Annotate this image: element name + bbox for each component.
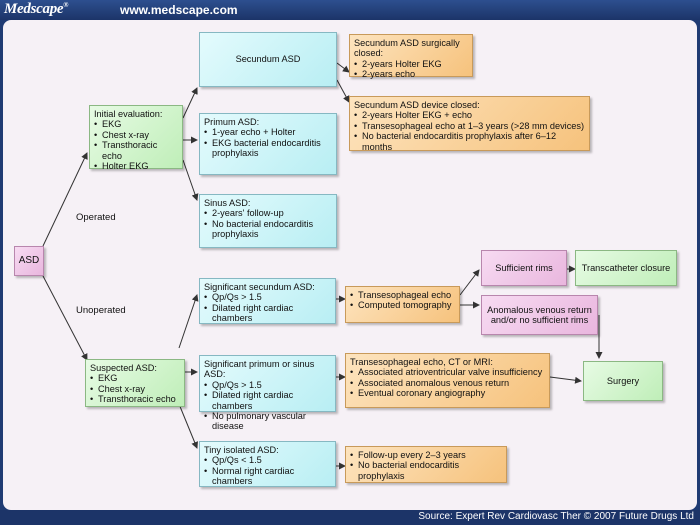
followup-node: Follow-up every 2–3 years No bacterial e… [345, 446, 507, 483]
arrow-suspected-tiny [178, 403, 198, 449]
list-item: 1-year echo + Holter [204, 127, 332, 138]
list-item: Eventual coronary angiography [350, 388, 545, 399]
suspected-asd-node: Suspected ASD: EKG Chest x-ray Transthor… [85, 359, 185, 407]
medscape-logo[interactable]: Medscape® [4, 1, 68, 18]
list-item: Computed tomography [350, 300, 455, 311]
significant-primum-node: Significant primum or sinus ASD: Qp/Qs >… [199, 355, 336, 431]
list-item: 2-years' follow-up [204, 208, 332, 219]
list-item: Dilated right cardiac chambers [204, 390, 331, 411]
significant-secundum-node: Significant secundum ASD: Qp/Qs > 1.5 Di… [199, 278, 336, 324]
list-item: 2-years echo [354, 69, 468, 80]
asd-root-node: ASD [14, 246, 44, 276]
logo-mark: ® [63, 1, 69, 9]
arrow-tee-rims [459, 269, 480, 296]
transcatheter-closure-node: Transcatheter closure [575, 250, 677, 286]
list-item: No bacterial endocarditis prophylaxis [204, 219, 332, 240]
arrow-initial-sinus [182, 159, 199, 201]
list-item: Dilated right cardiac chambers [204, 303, 331, 324]
list-item: No pulmonary vascular disease [204, 411, 331, 432]
source-citation: Source: Expert Rev Cardiovasc Ther © 200… [418, 511, 694, 522]
tee-ct-mri-node: Transesophageal echo, CT or MRI: Associa… [345, 353, 550, 408]
sufficient-rims-node: Sufficient rims [481, 250, 567, 286]
arrow-secundum-surgical [336, 62, 350, 73]
secundum-asd-node: Secundum ASD [199, 32, 337, 87]
header-bar: Medscape® www.medscape.com [0, 0, 700, 20]
tiny-isolated-node: Tiny isolated ASD: Qp/Qs < 1.5 Normal ri… [199, 441, 336, 487]
tee-ct-mri-title: Transesophageal echo, CT or MRI: [350, 357, 493, 367]
list-item: No bacterial endocarditis prophylaxis [350, 460, 502, 481]
initial-evaluation-node: Initial evaluation: EKG Chest x-ray Tran… [89, 105, 183, 172]
footer-bar: Source: Expert Rev Cardiovasc Ther © 200… [0, 510, 700, 525]
list-item: Associated anomalous venous return [350, 378, 545, 389]
list-item: Qp/Qs > 1.5 [204, 380, 331, 391]
list-item: Chest x-ray [94, 130, 178, 141]
significant-primum-title: Significant primum or sinus ASD: [204, 359, 315, 380]
primum-asd-node: Primum ASD: 1-year echo + Holter EKG bac… [199, 113, 337, 175]
surgically-closed-title: Secundum ASD surgically closed: [354, 38, 460, 59]
unoperated-label: Unoperated [76, 305, 126, 316]
tiny-isolated-title: Tiny isolated ASD: [204, 445, 279, 455]
initial-title: Initial evaluation: [94, 109, 163, 119]
tee-ct-node: Transesophageal echo Computed tomography [345, 286, 460, 323]
list-item: Transesophageal echo [350, 290, 455, 301]
list-item: Transthoracic echo [90, 394, 180, 405]
list-item: Transthoracic echo [94, 140, 178, 161]
surgically-closed-node: Secundum ASD surgically closed: 2-years … [349, 34, 473, 80]
list-item: Chest x-ray [90, 384, 180, 395]
significant-secundum-title: Significant secundum ASD: [204, 282, 315, 292]
list-item: EKG bacterial endocarditis prophylaxis [204, 138, 332, 159]
primum-title: Primum ASD: [204, 117, 260, 127]
list-item: EKG [90, 373, 180, 384]
arrow-initial-secundum [182, 87, 198, 119]
list-item: Associated atrioventricular valve insuff… [350, 367, 545, 378]
list-item: 2-years Holter EKG + echo [354, 110, 585, 121]
operated-label: Operated [76, 212, 116, 223]
list-item: 2-years Holter EKG [354, 59, 468, 70]
connector-lines [42, 62, 603, 470]
list-item: Holter EKG [94, 161, 178, 172]
list-item: Normal right cardiac chambers [204, 466, 331, 487]
arrow-secundum-device [336, 79, 350, 103]
arrow-asd-suspected [42, 275, 88, 361]
site-url-link[interactable]: www.medscape.com [120, 3, 238, 17]
list-item: Follow-up every 2–3 years [350, 450, 502, 461]
suspected-title: Suspected ASD: [90, 363, 157, 373]
logo-text: Medscape [4, 1, 64, 17]
arrow-asd-initial [42, 152, 88, 247]
list-item: No bacterial endocarditis prophylaxis af… [354, 131, 585, 152]
device-closed-title: Secundum ASD device closed: [354, 100, 480, 110]
anomalous-return-node: Anomalous venous return and/or no suffic… [481, 295, 598, 335]
arrow-tee-surgery [549, 376, 582, 384]
surgery-node: Surgery [583, 361, 663, 401]
list-item: Qp/Qs > 1.5 [204, 292, 331, 303]
list-item: Transesophageal echo at 1–3 years (>28 m… [354, 121, 585, 132]
list-item: Qp/Qs < 1.5 [204, 455, 331, 466]
arrow-suspected-secundum [178, 294, 199, 349]
diagram-canvas: ASD Operated Unoperated Initial evaluati… [3, 20, 697, 510]
sinus-title: Sinus ASD: [204, 198, 251, 208]
list-item: EKG [94, 119, 178, 130]
device-closed-node: Secundum ASD device closed: 2-years Holt… [349, 96, 590, 152]
sinus-asd-node: Sinus ASD: 2-years' follow-up No bacteri… [199, 194, 337, 248]
